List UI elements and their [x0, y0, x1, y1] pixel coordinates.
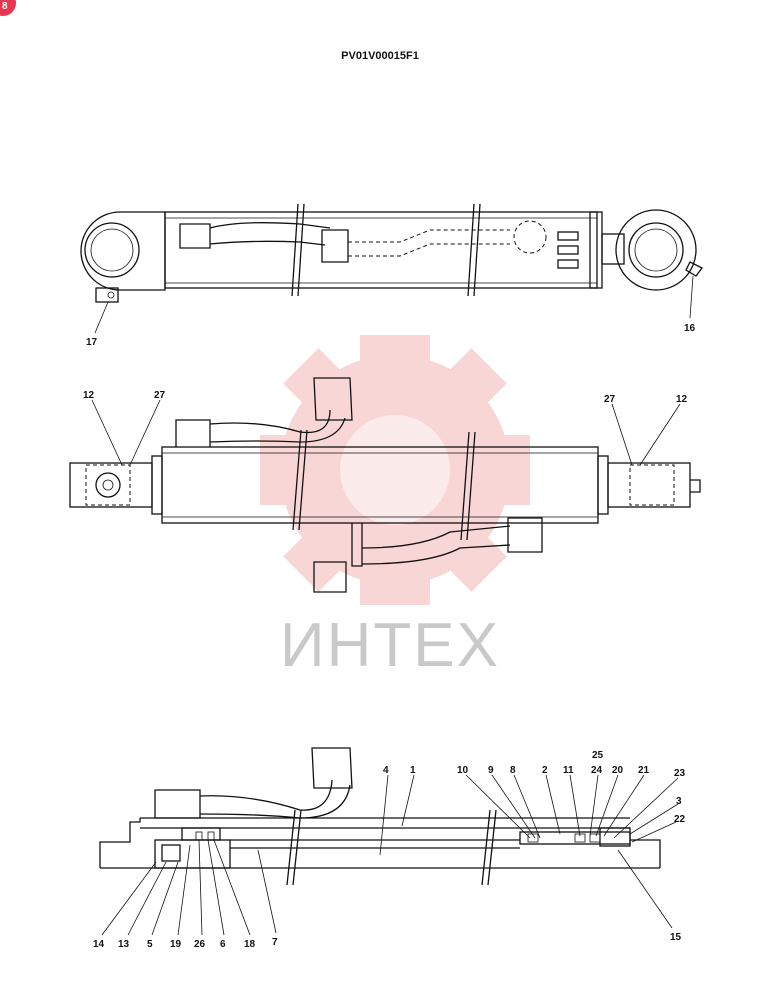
rod-eye-left — [80, 211, 166, 291]
callout-9: 9 — [488, 765, 494, 776]
callout-2: 2 — [542, 765, 548, 776]
callout-16: 16 — [684, 323, 696, 334]
callout-19: 19 — [170, 939, 182, 950]
drawing-code: PV01V00015F1 — [341, 50, 419, 62]
callout-4: 4 — [383, 765, 389, 776]
grease-fitting-17 — [95, 287, 119, 303]
callout-22: 22 — [674, 814, 686, 825]
callout-5: 5 — [147, 939, 153, 950]
callout-18: 18 — [244, 939, 256, 950]
callout-23: 23 — [674, 768, 686, 779]
upper-pipe-fitting — [313, 377, 353, 421]
head-eye-right — [615, 209, 697, 291]
rod-eye-bore — [84, 222, 140, 278]
head-end-right — [607, 462, 691, 508]
gland — [154, 839, 231, 869]
callout-10: 10 — [457, 765, 469, 776]
callout-12-right: 12 — [676, 394, 688, 405]
cylinder-tube — [164, 211, 598, 289]
corner-badge: 8 — [0, 0, 16, 16]
watermark-text: ИНТЕХ — [280, 611, 500, 680]
callout-27-left: 27 — [154, 390, 166, 401]
callout-17: 17 — [86, 337, 98, 348]
callout-15: 15 — [670, 932, 682, 943]
callout-13: 13 — [118, 939, 130, 950]
callout-27-right: 27 — [604, 394, 616, 405]
grease-fitting-16 — [685, 261, 703, 277]
callout-3: 3 — [676, 796, 682, 807]
callout-8: 8 — [510, 765, 516, 776]
callout-26: 26 — [194, 939, 206, 950]
hose-fitting — [179, 223, 211, 249]
callout-1: 1 — [410, 765, 416, 776]
callout-7: 7 — [272, 937, 278, 948]
callout-11: 11 — [563, 765, 574, 776]
lower-pipe-fitting — [313, 561, 347, 593]
callout-25: 25 — [592, 750, 604, 761]
section-pipe-fitting — [154, 789, 201, 819]
callout-12-left: 12 — [83, 390, 95, 401]
callout-20: 20 — [612, 765, 624, 776]
callout-24: 24 — [591, 765, 603, 776]
callout-14: 14 — [93, 939, 105, 950]
callout-21: 21 — [638, 765, 650, 776]
callout-6: 6 — [220, 939, 226, 950]
